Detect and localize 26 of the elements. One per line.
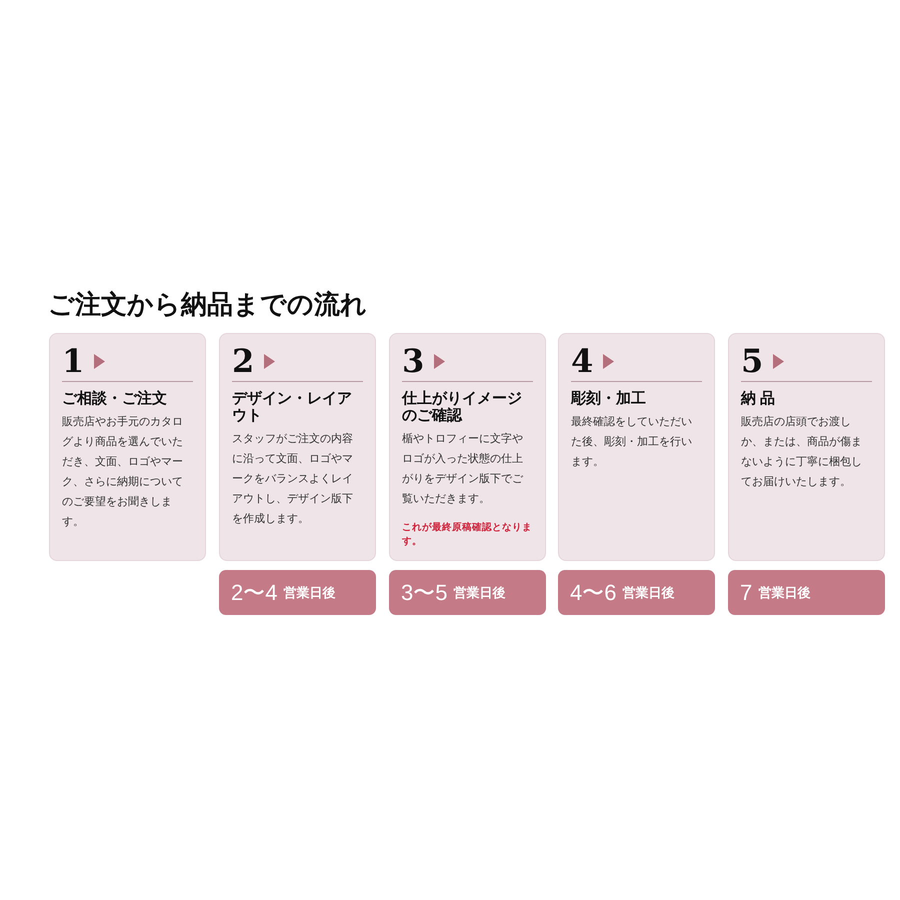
duration-bar: 3〜5 営業日後 <box>389 570 546 615</box>
step-card <box>219 333 376 561</box>
step-heading: 納 品 <box>741 390 776 407</box>
step-heading: 仕上がりイメージのご確認 <box>402 390 523 424</box>
step-number: 2 <box>232 345 254 377</box>
duration-bar: 4〜6 営業日後 <box>558 570 715 615</box>
step-heading: 彫刻・加工 <box>571 390 647 407</box>
step-card <box>728 333 885 561</box>
note-text: これが最終原稿確認となります。 <box>402 521 533 549</box>
duration-bar: 2〜4 営業日後 <box>219 570 376 615</box>
step-card <box>49 333 206 561</box>
step-number: 5 <box>741 345 764 377</box>
step-card <box>558 333 715 561</box>
title: ご注文から納品までの流れ <box>48 289 367 322</box>
step-description: 販売店の店頭でお渡しか、または、商品が傷まないように丁寧に梱包してお届けいたします。 <box>741 414 863 490</box>
step-number: 3 <box>402 345 424 377</box>
step-description: 楯やトロフィーに文字やロゴが入った状態の仕上がりをデザイン版下でご覧いただきます。 <box>402 432 524 507</box>
step-card <box>389 333 546 561</box>
duration-bar: 7 営業日後 <box>728 570 885 615</box>
step-heading: デザイン・レイアウト <box>232 390 353 424</box>
step-number: 4 <box>571 345 594 377</box>
step-heading: ご相談・ご注文 <box>62 390 168 407</box>
step-description: スタッフがご注文の内容に沿って文面、ロゴやマークをバランスよくレイアウトし、デザイン版下を作成します。 <box>232 432 354 527</box>
step-description: 販売店やお手元のカタログより商品を選んでいただき、文面、ロゴやマーク、さらに納期についてのご要望をお聞きします。 <box>62 414 184 530</box>
step-number: 1 <box>62 345 84 377</box>
step-description: 最終確認をしていただいた後、彫刻・加工を行います。 <box>571 415 693 470</box>
